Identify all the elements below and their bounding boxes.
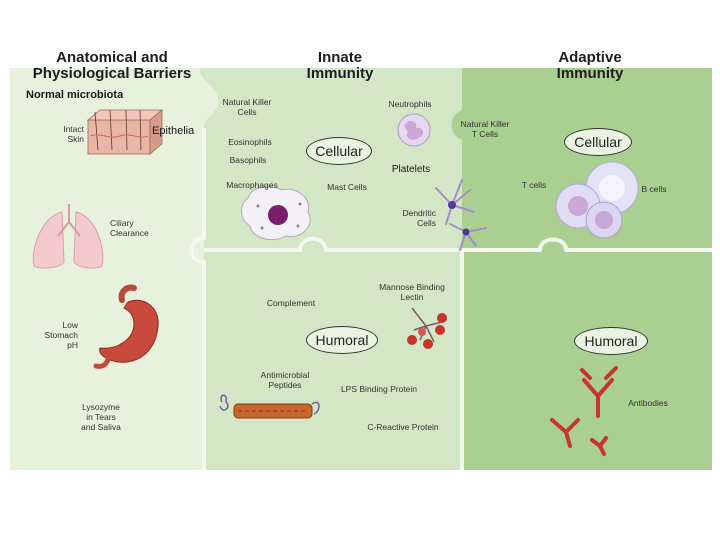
nk-t-cells-line2: T Cells bbox=[471, 129, 499, 139]
lysozyme-line3: and Saliva bbox=[81, 422, 121, 432]
antimicrobial-peptides-line2: Peptides bbox=[268, 380, 302, 390]
adaptive-heading-line1: Adaptive bbox=[558, 49, 622, 66]
mannose-binding-lectin-line1: Mannose Binding bbox=[379, 282, 445, 292]
nk-cells-label: Natural Killer Cells bbox=[214, 97, 280, 117]
lymphocyte-cluster-icon bbox=[555, 161, 639, 239]
platelets-label: Platelets bbox=[391, 164, 431, 175]
barriers-heading-line1: Anatomical and bbox=[56, 49, 168, 66]
innate-heading: Innate Immunity bbox=[290, 50, 390, 82]
barrier-puzzle-piece bbox=[10, 68, 219, 470]
mast-cells-label: Mast Cells bbox=[327, 182, 367, 192]
ciliary-clearance-label: Ciliary Clearance bbox=[110, 218, 160, 238]
adaptive-cellular-oval: Cellular bbox=[564, 128, 632, 156]
eosinophils-label: Eosinophils bbox=[228, 137, 272, 147]
intact-skin-line2: Skin bbox=[67, 134, 84, 144]
normal-microbiota-label: Normal microbiota bbox=[26, 89, 124, 101]
complement-label: Complement bbox=[266, 298, 316, 308]
dendritic-cells-line2: Cells bbox=[417, 218, 436, 228]
lps-binding-protein-label: LPS Binding Protein bbox=[340, 384, 418, 394]
lung-icon bbox=[32, 204, 104, 269]
low-stomach-ph-line3: pH bbox=[67, 340, 78, 350]
c-reactive-protein-label: C-Reactive Protein bbox=[367, 422, 439, 432]
macrophages-label: Macrophages bbox=[226, 180, 278, 190]
stomach-icon bbox=[93, 284, 159, 369]
macrophage-icon bbox=[241, 186, 311, 241]
barriers-heading-line2: Physiological Barriers bbox=[32, 65, 192, 82]
lysozyme-line2: in Tears bbox=[86, 412, 116, 422]
barriers-heading: Anatomical and Physiological Barriers bbox=[22, 50, 202, 82]
mannose-binding-lectin-label: Mannose Binding Lectin bbox=[370, 282, 454, 302]
innate-humoral-oval: Humoral bbox=[306, 326, 378, 354]
antimicrobial-peptides-label: Antimicrobial Peptides bbox=[250, 370, 320, 390]
intact-skin-label: Intact Skin bbox=[44, 124, 84, 144]
adaptive-humoral-oval: Humoral bbox=[574, 327, 648, 355]
adaptive-puzzle-piece bbox=[451, 68, 712, 470]
t-cells-label: T cells bbox=[521, 180, 547, 190]
innate-cellular-oval: Cellular bbox=[306, 137, 372, 165]
neutrophils-label: Neutrophils bbox=[388, 99, 432, 109]
nk-t-cells-line1: Natural Killer bbox=[460, 119, 510, 129]
basophils-label: Basophils bbox=[229, 155, 267, 165]
innate-puzzle-piece bbox=[199, 68, 463, 470]
nk-t-cells-label: Natural Killer T Cells bbox=[452, 119, 518, 139]
intact-skin-line1: Intact bbox=[63, 124, 84, 134]
ciliary-clearance-line1: Ciliary bbox=[110, 218, 134, 228]
innate-heading-line2: Immunity bbox=[306, 65, 374, 82]
low-stomach-ph-label: Low Stomach pH bbox=[36, 320, 78, 350]
nk-cells-line1: Natural Killer bbox=[222, 97, 272, 107]
peptide-chain-icon bbox=[219, 394, 320, 419]
dendritic-cells-line1: Dendritic bbox=[402, 208, 436, 218]
neutrophil-icon bbox=[397, 113, 431, 147]
mannose-binding-lectin-line2: Lectin bbox=[400, 292, 424, 302]
lectin-icon bbox=[407, 307, 447, 349]
low-stomach-ph-line1: Low bbox=[62, 320, 78, 330]
puzzle-seams bbox=[189, 128, 712, 470]
adaptive-heading-line2: Immunity bbox=[556, 65, 624, 82]
lysozyme-label: Lysozyme in Tears and Saliva bbox=[66, 402, 136, 432]
epithelia-label: Epithelia bbox=[152, 125, 195, 137]
ciliary-clearance-line2: Clearance bbox=[110, 228, 149, 238]
adaptive-heading: Adaptive Immunity bbox=[540, 50, 640, 82]
antimicrobial-peptides-line1: Antimicrobial bbox=[260, 370, 310, 380]
lysozyme-line1: Lysozyme bbox=[82, 402, 120, 412]
antibodies-label: Antibodies bbox=[628, 398, 668, 408]
b-cells-label: B cells bbox=[641, 184, 667, 194]
dendritic-cells-label: Dendritic Cells bbox=[386, 208, 436, 228]
nk-cells-line2: Cells bbox=[237, 107, 257, 117]
low-stomach-ph-line2: Stomach bbox=[44, 330, 78, 340]
antibody-icon bbox=[550, 366, 618, 456]
skin-section-icon bbox=[86, 109, 164, 155]
dendritic-cell-icon bbox=[435, 179, 487, 251]
innate-heading-line1: Innate bbox=[317, 49, 363, 66]
